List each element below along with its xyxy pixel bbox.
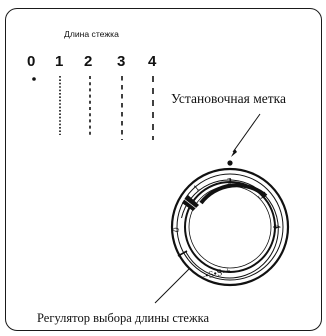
setting-mark-label: Установочная метка [171,91,287,106]
stitch-number-2: 2 [84,53,93,70]
dial-scale-arc [181,179,279,279]
stitch-number-4: 4 [148,53,157,70]
dial-tick-3 [260,191,266,197]
stitch-length-dial: 0 1 2 3 4 –•S•S•+ [171,167,290,287]
dial-scale-end-tick [177,250,188,257]
dial-number-0: 0 [171,226,182,233]
dial-inner-shade [199,183,268,205]
stitch-length-selector-label: Регулятор выбора длины стежка [37,311,210,325]
diagram-frame [5,8,322,331]
stitch-number-0: 0 [27,53,36,70]
setting-mark-dot [227,160,233,166]
stitch-number-1: 1 [55,53,64,70]
dial-pointer-highlight [183,198,198,210]
stitch-length-title: Длина стежка [64,29,119,39]
setting-mark-leader-arrow [231,149,237,157]
stitch-number-3: 3 [117,53,126,70]
setting-mark-leader-line [232,113,261,153]
dial-number-2: 2 [227,177,232,188]
dial-hub [188,185,272,269]
dial-number-4: 4 [271,223,283,230]
dial-rim-inner-edge [176,173,284,281]
dial-number-1: 1 [191,183,201,194]
stitch-sample-0-dot [32,77,36,81]
dial-number-3: 3 [256,190,267,202]
selector-leader-line [154,262,196,304]
